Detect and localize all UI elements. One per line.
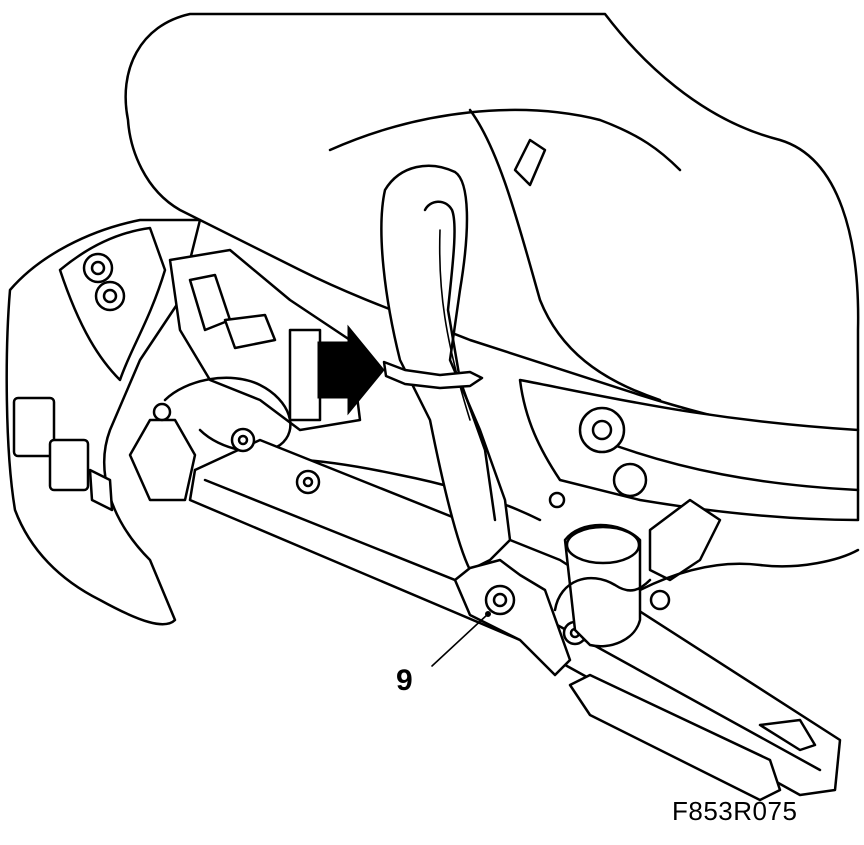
- connector-bracket: [128, 418, 197, 502]
- rail-end-tab: [758, 718, 817, 752]
- cushion-edge: [468, 108, 662, 402]
- rail-slot: [568, 673, 782, 802]
- belt-stalk-crease: [438, 229, 471, 421]
- rail-nut-2: [295, 469, 321, 495]
- direction-arrow: [317, 324, 385, 416]
- rail-nut-1: [230, 427, 256, 453]
- belt-stalk-inner: [423, 200, 497, 522]
- frame-notch: [223, 313, 277, 350]
- callout-leader: [431, 613, 489, 667]
- anchor-bolt-center: [492, 592, 508, 608]
- trim-switch-right: [48, 438, 90, 492]
- cushion-seam: [328, 108, 682, 172]
- knob-lower-center: [102, 288, 118, 304]
- motor-wire: [553, 576, 652, 612]
- trim-switch-left: [12, 396, 56, 458]
- strap-clip: [382, 360, 484, 390]
- motor-cap: [565, 525, 641, 565]
- frame-upright: [288, 328, 322, 422]
- connector-bolt: [152, 402, 172, 422]
- trim-panel-inner: [58, 226, 167, 382]
- figure-code: F853R075: [672, 796, 798, 826]
- trim-slot: [88, 468, 114, 512]
- cushion-tab: [513, 138, 547, 187]
- callout-leader-dot: [485, 611, 491, 617]
- side-trim-panel: [5, 218, 202, 626]
- rail-nut-4: [548, 491, 566, 509]
- gear-hub-center: [591, 419, 613, 441]
- motor-screw: [649, 589, 671, 611]
- gear-small: [612, 462, 648, 498]
- motor-arm: [638, 548, 860, 592]
- side-seam: [598, 438, 860, 492]
- callout-number-9: 9: [396, 664, 413, 697]
- anchor-plate: [453, 558, 572, 677]
- knob-upper-center: [90, 260, 106, 276]
- motor-bracket: [648, 498, 722, 582]
- seat-cushion: [124, 12, 860, 434]
